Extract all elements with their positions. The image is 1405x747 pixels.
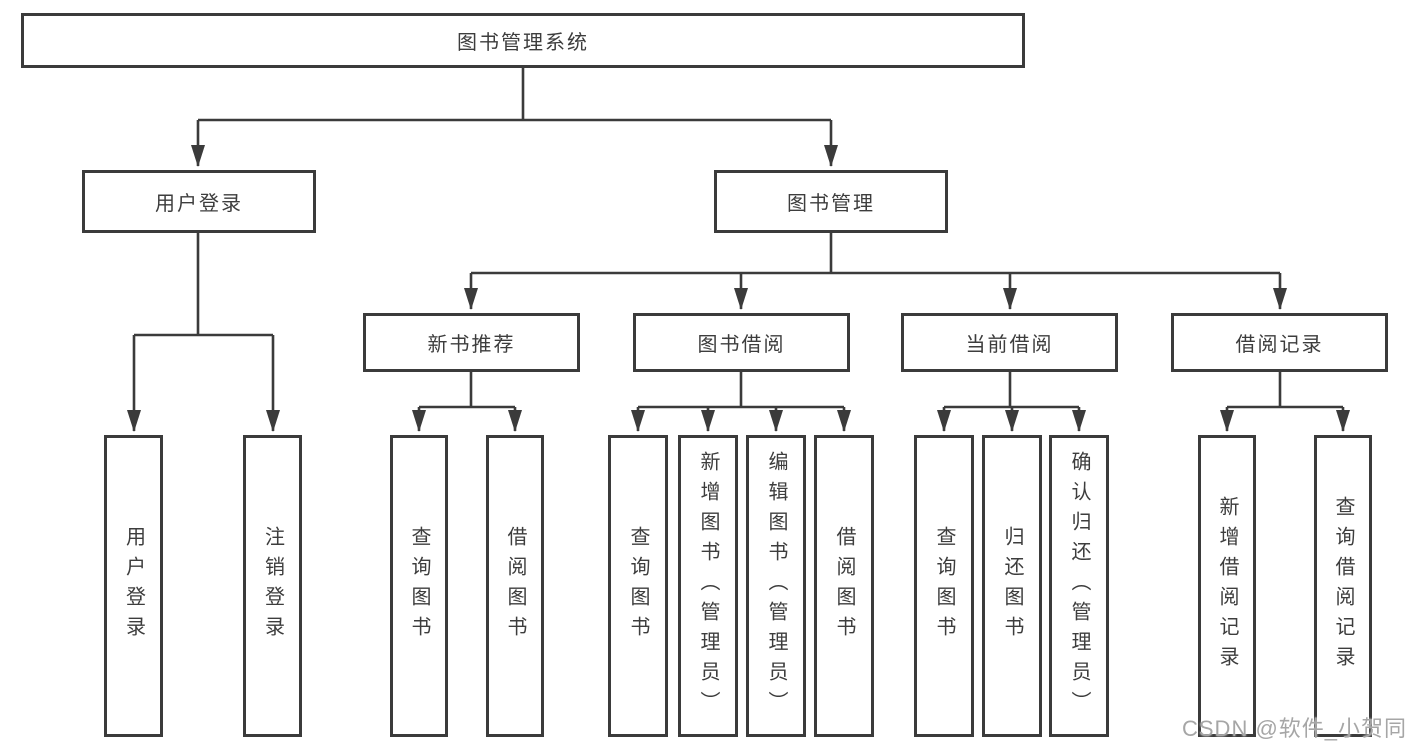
leaf-label: 查询图书 [408, 526, 430, 646]
node-label: 图书管理 [787, 193, 875, 215]
leaf-logout: 注销登录 [243, 435, 302, 737]
leaf-label: 归还图书 [1001, 526, 1023, 646]
connector-new-book-recommendation-children [412, 372, 522, 432]
connector-book-borrowing-children [631, 372, 851, 432]
leaf-query-books-recommend: 查询图书 [390, 435, 448, 737]
node-label: 借阅记录 [1235, 334, 1324, 356]
connector-book-management-children [464, 233, 1287, 310]
leaf-borrow-books-recommend: 借阅图书 [486, 435, 544, 737]
leaf-label: 用户登录 [122, 526, 145, 646]
node-label: 用户登录 [155, 193, 243, 215]
node-book-management: 图书管理 [714, 170, 948, 233]
node-label: 新书推荐 [427, 334, 516, 356]
leaf-label: 查询图书 [933, 526, 955, 646]
node-user-login: 用户登录 [82, 170, 316, 233]
leaf-edit-book-admin: 编辑图书（管理员） [746, 435, 806, 737]
connector-borrowing-records-children [1220, 372, 1350, 432]
leaf-label: 查询图书 [627, 526, 649, 646]
node-borrowing-records: 借阅记录 [1171, 313, 1388, 372]
node-book-borrowing: 图书借阅 [633, 313, 850, 372]
leaf-borrow-books-borrowing: 借阅图书 [814, 435, 874, 737]
leaf-add-borrow-record: 新增借阅记录 [1198, 435, 1256, 737]
leaf-query-books-current: 查询图书 [914, 435, 974, 737]
leaf-label: 确认归还（管理员） [1068, 451, 1090, 721]
leaf-label: 借阅图书 [833, 526, 855, 646]
leaf-add-book-admin: 新增图书（管理员） [678, 435, 738, 737]
watermark: CSDN @软件_小贺同学 [1182, 716, 1405, 741]
leaf-return-books: 归还图书 [982, 435, 1042, 737]
node-label: 当前借阅 [965, 334, 1054, 356]
leaf-label: 借阅图书 [504, 526, 526, 646]
leaf-query-borrow-record: 查询借阅记录 [1314, 435, 1372, 737]
leaf-label: 注销登录 [261, 526, 284, 646]
node-new-book-recommendation: 新书推荐 [363, 313, 580, 372]
connector-root-to-level2 [191, 68, 838, 167]
node-library-management-system: 图书管理系统 [21, 13, 1025, 68]
leaf-confirm-return-admin: 确认归还（管理员） [1049, 435, 1109, 737]
leaf-label: 新增借阅记录 [1216, 496, 1238, 676]
leaf-label: 查询借阅记录 [1332, 496, 1354, 676]
node-label: 图书借阅 [697, 334, 786, 356]
leaf-label: 编辑图书（管理员） [765, 451, 787, 721]
connector-user-login-children [127, 233, 280, 432]
leaf-label: 新增图书（管理员） [697, 451, 719, 721]
node-label: 图书管理系统 [457, 32, 589, 54]
leaf-query-books-borrowing: 查询图书 [608, 435, 668, 737]
leaf-user-login: 用户登录 [104, 435, 163, 737]
connector-current-borrowing-children [937, 372, 1086, 432]
node-current-borrowing: 当前借阅 [901, 313, 1118, 372]
